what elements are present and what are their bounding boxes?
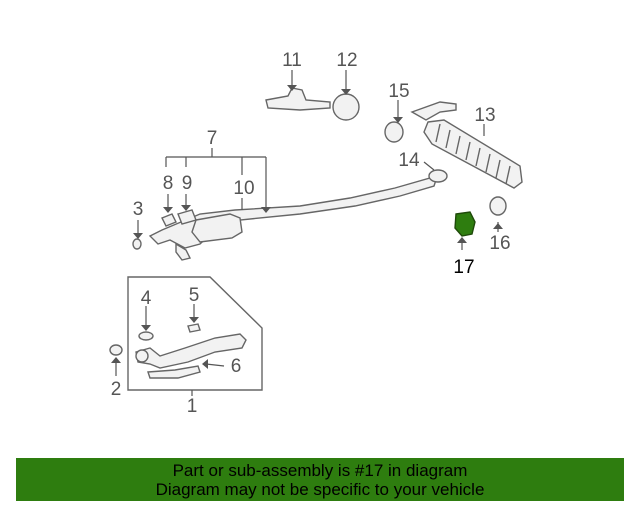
front-pipe-part[interactable] [135,333,247,379]
exhaust-system-diagram [109,70,523,396]
converter-part[interactable] [191,213,243,243]
hanger-part-12[interactable] [332,93,360,121]
callout-10: 10 [233,178,255,199]
banner-line-2: Diagram may not be specific to your vehi… [155,480,485,499]
bolt-part[interactable] [187,323,201,333]
callout-2: 2 [110,379,122,400]
callout-16: 16 [489,233,511,254]
inset-box [127,276,263,391]
banner-line-1: Part or sub-assembly is #17 in diagram [172,461,468,480]
callout-17-highlighted: 17 [453,257,475,278]
callout-3: 3 [132,199,144,220]
callout-9: 9 [181,173,193,194]
center-pipe-part[interactable] [148,177,437,249]
flange-part-2[interactable] [177,209,197,225]
callout-13: 13 [474,105,496,126]
callout-5: 5 [188,285,200,306]
leader-arrows [111,85,503,369]
callout-4: 4 [140,288,152,309]
callout-6: 6 [230,356,242,377]
gasket-part[interactable] [138,331,154,341]
nut-part-3[interactable] [132,238,142,250]
callout-11: 11 [282,50,302,71]
bracket-part[interactable] [175,242,192,261]
muffler-ribs [435,123,511,185]
highlighted-part-17[interactable] [454,211,476,237]
bracket-part-11[interactable] [265,87,331,111]
info-banner: Part or sub-assembly is #17 in diagram D… [16,458,624,501]
hanger-part-15[interactable] [384,121,404,143]
callout-15: 15 [388,81,410,102]
flange-part[interactable] [161,213,177,227]
tail-pipe-part[interactable] [410,101,457,121]
callout-12: 12 [336,50,358,71]
hanger-part-16[interactable] [489,196,507,216]
callout-8: 8 [162,173,174,194]
callout-1: 1 [186,396,198,417]
callout-7: 7 [206,128,218,149]
callout-14: 14 [398,150,420,171]
nut-part[interactable] [109,344,123,356]
gasket-part-14[interactable] [428,169,448,183]
